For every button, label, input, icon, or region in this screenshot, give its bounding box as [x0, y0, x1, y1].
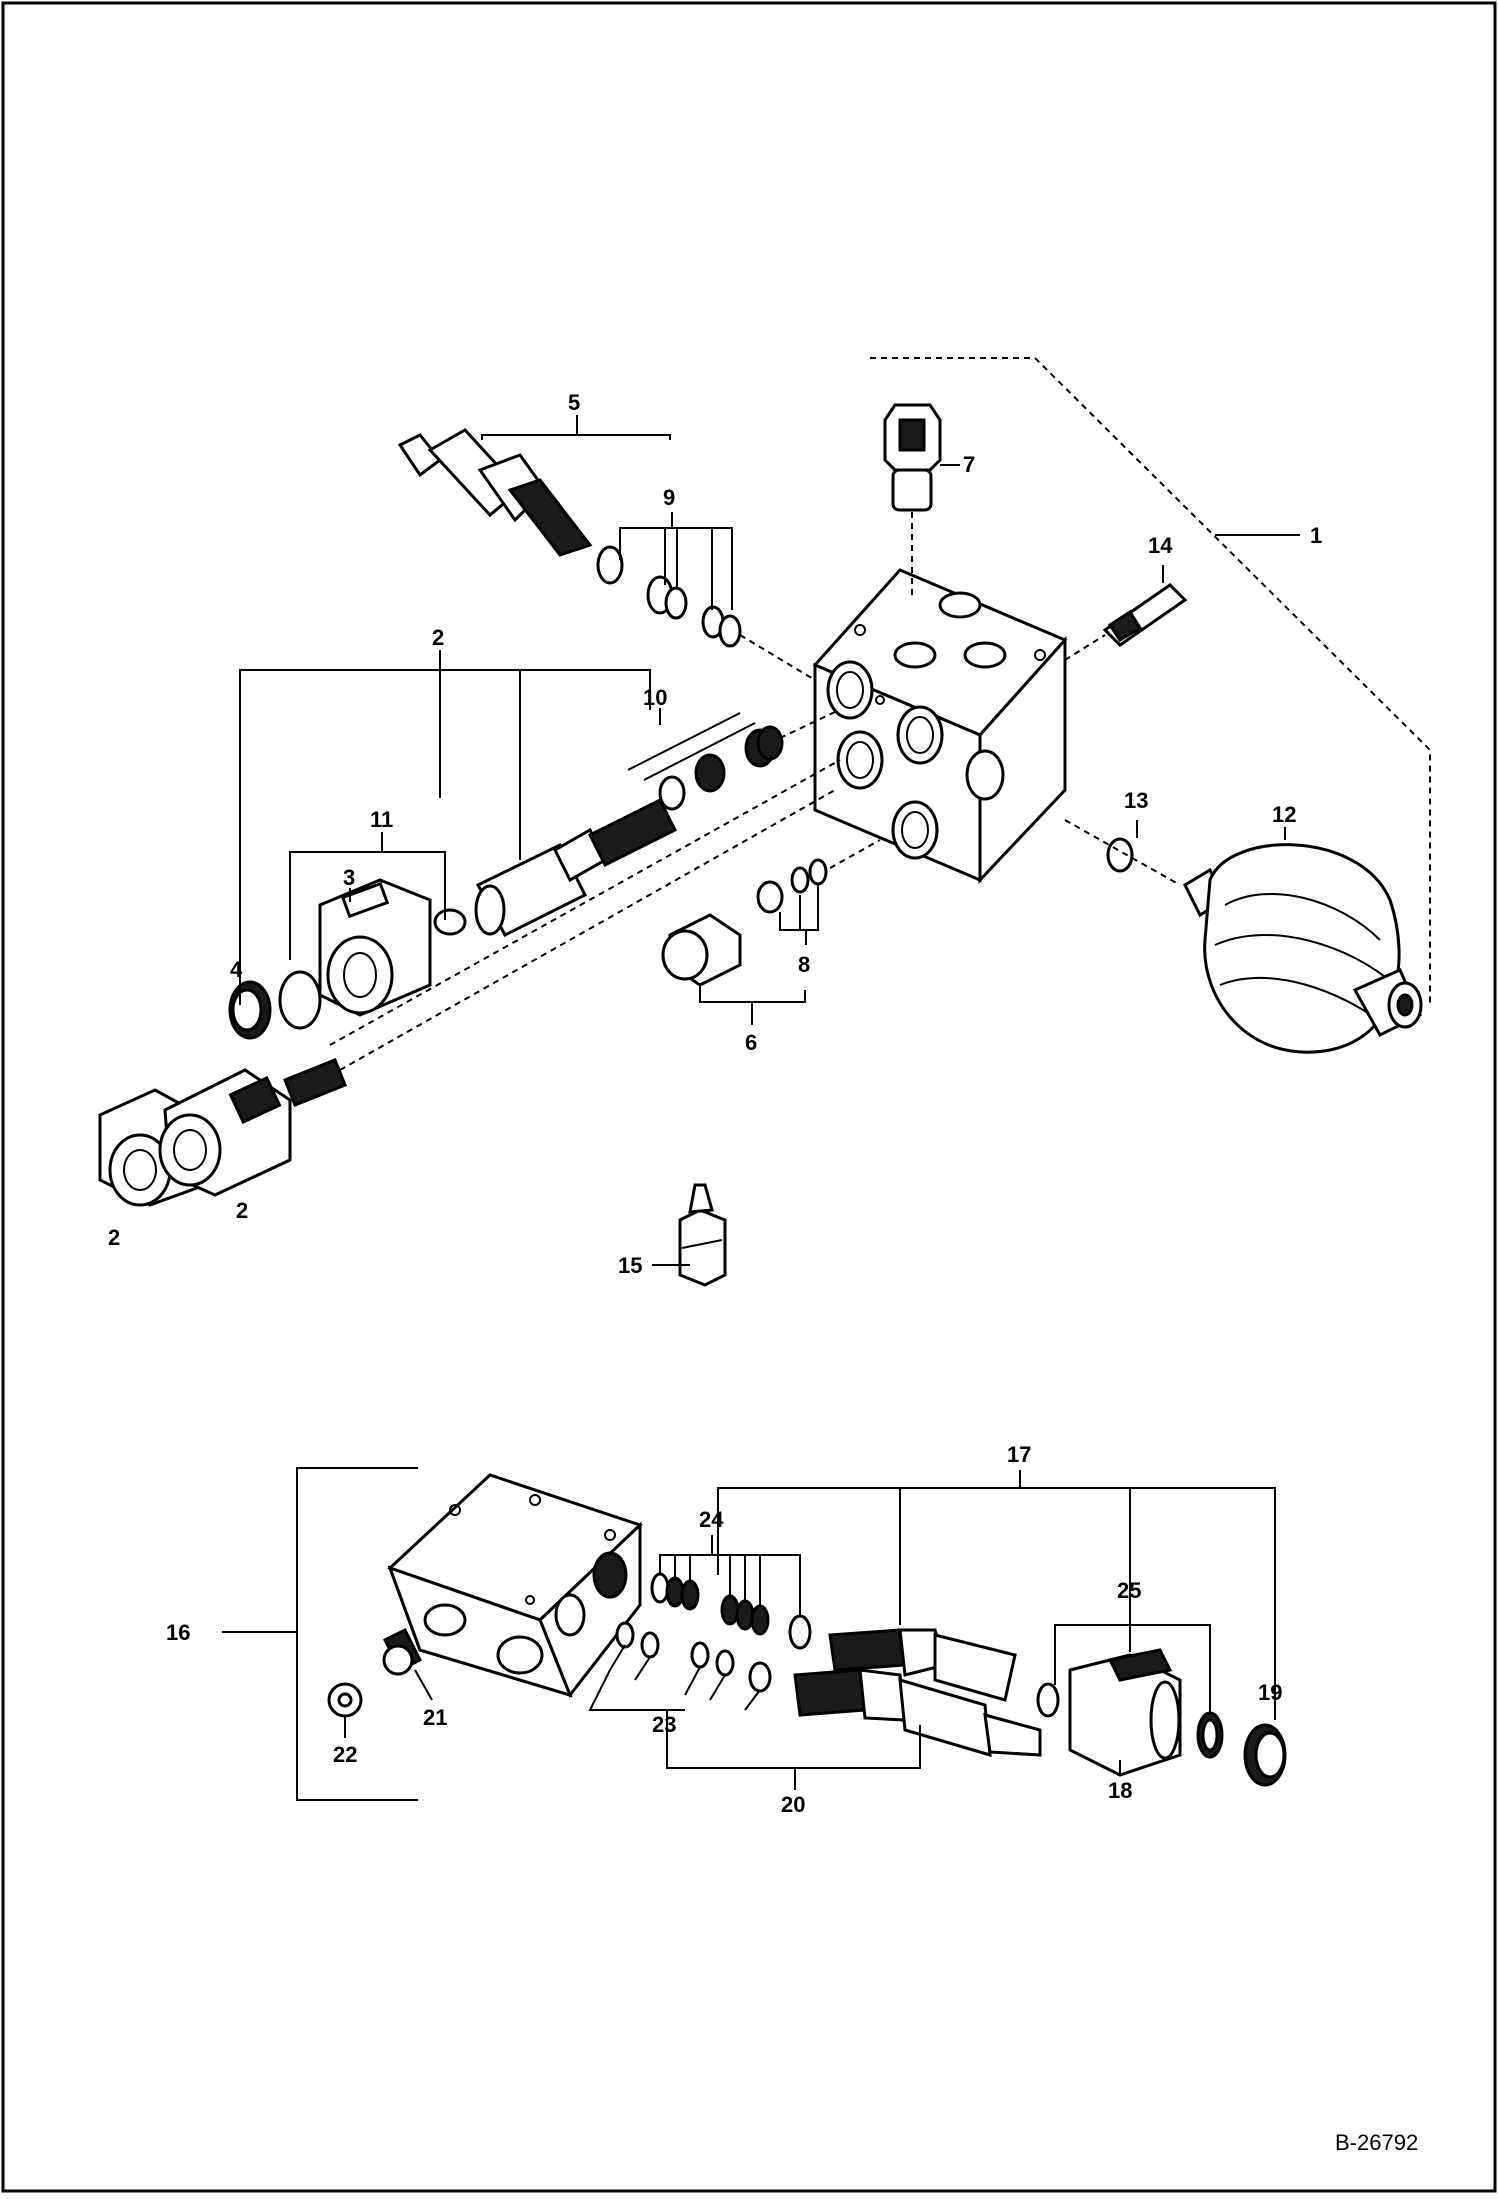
leaders-lower: [344, 1470, 1276, 1790]
item-14-fitting: [1064, 565, 1188, 661]
callout-2-right: 2: [236, 1198, 248, 1223]
callout-2-top: 2: [432, 625, 444, 650]
manifold-block: [812, 568, 1068, 884]
callout-17: 17: [1007, 1442, 1031, 1467]
upper-assembly: 1 2 2 2 3 4 5 6 7 8 9 10 11 12 13 14 15: [98, 357, 1431, 1287]
callout-25: 25: [1117, 1578, 1141, 1603]
item-5-relief-valve: [397, 428, 816, 681]
callout-10: 10: [643, 685, 667, 710]
item-18-25-19-coil: [1036, 1648, 1287, 1787]
callout-labels-lower: 16 17 18 19 20 21 22 23 24 25: [166, 1442, 1282, 1817]
axis-line-upper: [329, 759, 841, 1046]
callout-19: 19: [1258, 1680, 1282, 1705]
item-23-24-seals: [615, 1572, 812, 1693]
item-15-tube: [678, 1183, 727, 1287]
callout-2-left: 2: [108, 1225, 120, 1250]
callout-18: 18: [1108, 1778, 1132, 1803]
callout-15: 15: [618, 1253, 642, 1278]
callout-24: 24: [699, 1507, 724, 1532]
callout-16: 16: [166, 1620, 190, 1645]
callout-1: 1: [1310, 523, 1322, 548]
axis-line-lower: [339, 789, 836, 1071]
leaders-upper: [239, 415, 1286, 1266]
callout-9: 9: [663, 485, 675, 510]
callout-7: 7: [963, 452, 975, 477]
item-17-20-cartridges: [793, 1628, 1042, 1758]
item-6-plug: [661, 839, 881, 987]
callout-22: 22: [333, 1742, 357, 1767]
item-3-coil: [318, 878, 432, 1017]
lower-assembly: 16 17 18 19 20 21 22 23 24 25: [166, 1442, 1287, 1817]
callout-8: 8: [798, 952, 810, 977]
callout-21: 21: [423, 1705, 447, 1730]
callout-13: 13: [1124, 788, 1148, 813]
callout-20: 20: [781, 1792, 805, 1817]
callout-6: 6: [745, 1030, 757, 1055]
item-13-12-accumulator: [1064, 819, 1423, 1054]
callout-3: 3: [343, 865, 355, 890]
bracket-item-1: [870, 357, 1431, 1005]
item-4-nut: [228, 970, 322, 1040]
callout-5: 5: [568, 390, 580, 415]
item-7-cartridge: [883, 403, 942, 600]
item-2-solenoid-valves: [98, 1058, 347, 1207]
callout-14: 14: [1148, 533, 1173, 558]
callout-23: 23: [652, 1712, 676, 1737]
item-21-22-plugs: [327, 1627, 423, 1718]
callout-11: 11: [370, 807, 393, 832]
drawing-id: B-26792: [1335, 2130, 1418, 2155]
callout-4: 4: [230, 957, 243, 982]
item-11-spool: [433, 797, 678, 937]
lower-manifold-block: [387, 1473, 643, 1698]
callout-labels-upper: 1 2 2 2 3 4 5 6 7 8 9 10 11 12 13 14 15: [108, 390, 1322, 1278]
item-10-seals: [658, 711, 836, 811]
bracket-item-16: [296, 1467, 418, 1801]
callout-12: 12: [1272, 802, 1296, 827]
